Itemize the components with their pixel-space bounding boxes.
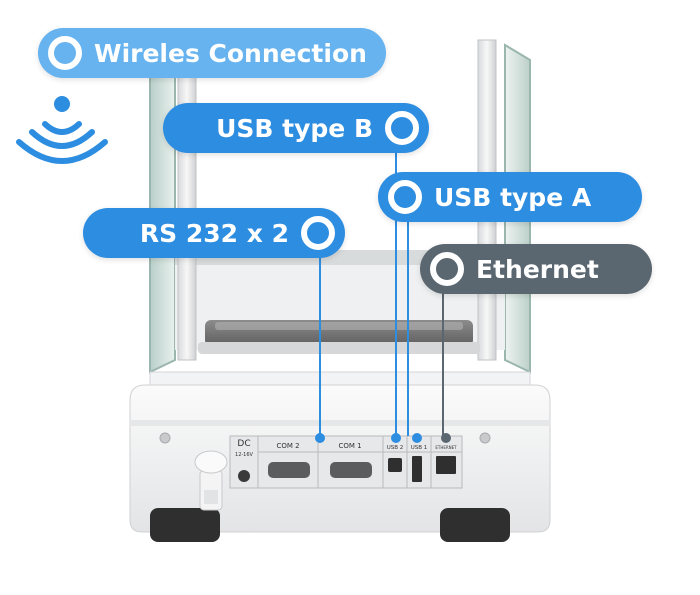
callout-ethernet: Ethernet [420,244,652,294]
callout-rs232: RS 232 x 2 [83,208,345,258]
leader-dots [315,433,451,443]
panel-screws [159,432,491,444]
com2-port [268,462,310,478]
dc-voltage-label: 12-16V [235,452,254,458]
ring-icon [430,252,464,286]
usb-b-port [388,458,402,472]
callout-usb-type-a: USB type A [378,172,642,222]
ring-icon [48,36,82,70]
callout-usb-type-a-label: USB type A [434,182,592,212]
ethernet-panel-label: ETHERNET [435,445,457,450]
callout-ethernet-label: Ethernet [476,254,599,284]
callout-wireless: Wireles Connection [38,28,386,78]
balance-feet [150,508,510,542]
ring-icon [385,111,419,145]
ethernet-port [436,456,456,474]
ring-icon [388,180,422,214]
com1-label: COM 1 [338,442,361,450]
usb-a-port [412,456,422,482]
com1-port [330,462,372,478]
callout-usb-type-b: USB type B [163,103,429,153]
wifi-icon [16,96,108,164]
callout-usb-type-b-label: USB type B [216,113,373,143]
callout-rs232-label: RS 232 x 2 [139,218,289,248]
dc-label: DC [237,439,250,449]
antenna-knob [194,450,228,511]
usb1-label: USB 1 [411,445,428,451]
weighing-pan [198,320,480,354]
ring-icon [301,216,335,250]
callout-wireless-label: Wireles Connection [94,38,367,68]
com2-label: COM 2 [276,442,299,450]
connector-panel: DC 12-16V COM 2 COM 1 USB 2 USB 1 ETHERN… [229,435,463,489]
dc-jack [238,470,250,482]
usb2-label: USB 2 [387,445,404,451]
